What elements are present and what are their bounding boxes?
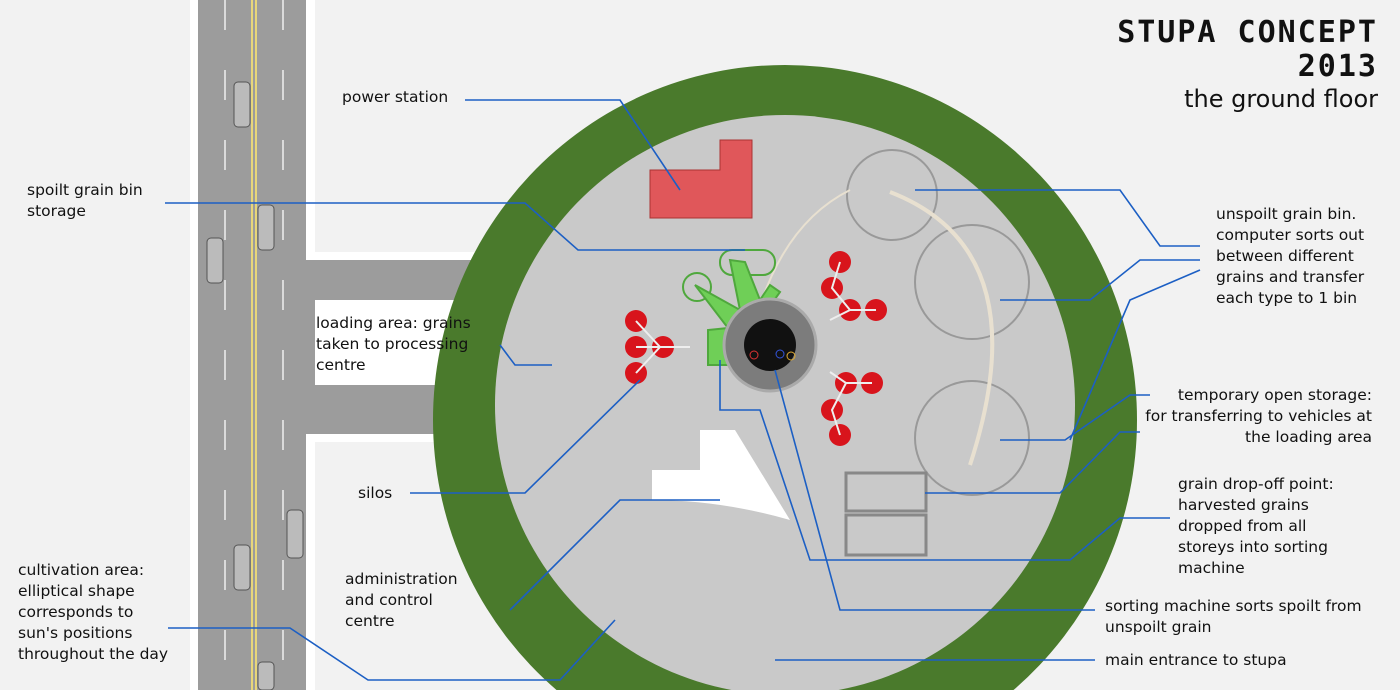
leader-loading-area: [499, 344, 552, 366]
label-main-entrance: main entrance to stupa: [1105, 651, 1287, 669]
leader-silos: [410, 379, 641, 494]
title: STUPA CONCEPT: [1117, 15, 1378, 50]
label-silos: silos: [358, 484, 393, 502]
label-loading-area: loading area: grains taken to processing…: [316, 314, 471, 374]
leader-unspoilt-bin: [915, 189, 1200, 247]
subtitle: the ground floor: [1184, 85, 1378, 113]
power-station: [649, 139, 753, 219]
label-cultivation: cultivation area: elliptical shape corre…: [18, 561, 169, 663]
drop-off-bay: [844, 513, 928, 557]
leader-spoilt-bin: [165, 202, 745, 251]
label-unspoilt-bin: unspoilt grain bin. computer sorts out b…: [1216, 205, 1365, 307]
conveyor-arc: [889, 190, 995, 466]
leader-administration: [509, 499, 720, 611]
sorting-machine-core: [744, 319, 796, 371]
label-drop-off: grain drop-off point: harvested grains d…: [1178, 475, 1334, 577]
label-temporary-storage: temporary open storage: for transferring…: [1145, 386, 1372, 446]
leader-temporary-storage: [1000, 394, 1150, 441]
label-sorting-machine: sorting machine sorts spoilt from unspoi…: [1105, 597, 1362, 636]
label-administration: administration and control centre: [345, 570, 458, 630]
leader-drop-off: [719, 360, 1170, 561]
label-power-station: power station: [342, 88, 449, 106]
unspoilt-bins: [846, 149, 1030, 496]
label-spoilt-bin: spoilt grain bin storage: [27, 181, 143, 220]
main-entrance-path: [740, 580, 802, 690]
title-block: STUPA CONCEPT 2013 the ground floor: [1117, 16, 1378, 114]
title-year: 2013: [1297, 49, 1378, 84]
plaza: [495, 114, 1076, 690]
leader-cultivation: [168, 619, 616, 681]
administration-building: [652, 430, 790, 520]
leader-sorting-machine: [774, 369, 1095, 611]
leader-power-station: [465, 99, 681, 191]
leader-lines: [165, 99, 1201, 681]
drop-off-bay: [844, 471, 928, 513]
